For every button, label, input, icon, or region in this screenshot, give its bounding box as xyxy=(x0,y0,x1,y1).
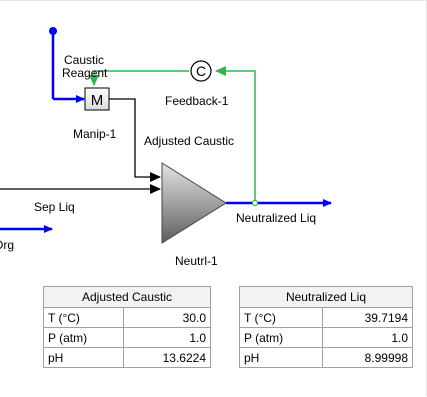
feedback-label: Feedback-1 xyxy=(165,94,229,108)
adjusted-caustic-table[interactable]: Adjusted Caustic T (°C) 30.0 P (atm) 1.0… xyxy=(43,286,212,368)
table-row: T (°C) 30.0 xyxy=(43,307,212,328)
org-label: Org xyxy=(0,238,14,252)
property-value: 13.6224 xyxy=(122,347,212,368)
table-row: P (atm) 1.0 xyxy=(43,327,212,348)
property-value: 30.0 xyxy=(122,307,212,328)
table-row: P (atm) 1.0 xyxy=(239,327,414,348)
manip-letter: M xyxy=(91,92,104,109)
caustic-label-line1: Caustic xyxy=(64,53,104,67)
property-label: pH xyxy=(43,347,124,368)
property-value: 1.0 xyxy=(321,327,414,348)
property-value: 39.7194 xyxy=(321,307,414,328)
neutrl-label: Neutrl-1 xyxy=(175,254,218,268)
table-row: pH 13.6224 xyxy=(43,347,212,368)
property-label: pH xyxy=(239,347,323,368)
sep-liq-label: Sep Liq xyxy=(34,200,75,214)
mixer-block-icon[interactable]: M xyxy=(84,87,110,111)
neutralized-liq-table[interactable]: Neutralized Liq T (°C) 39.7194 P (atm) 1… xyxy=(239,286,414,368)
adjusted-caustic-stream[interactable] xyxy=(109,98,161,182)
caustic-reagent-stream[interactable] xyxy=(51,31,85,103)
caustic-label-line2: Reagent xyxy=(62,66,108,80)
feedback-signal-line[interactable] xyxy=(89,66,256,203)
property-value: 8.99998 xyxy=(321,347,414,368)
feed-node-icon[interactable] xyxy=(49,27,57,35)
sensor-node-icon[interactable] xyxy=(251,199,259,207)
table-row: T (°C) 39.7194 xyxy=(239,307,414,328)
property-label: T (°C) xyxy=(43,307,124,328)
property-label: T (°C) xyxy=(239,307,323,328)
property-label: P (atm) xyxy=(43,327,124,348)
table-title: Neutralized Liq xyxy=(239,286,413,308)
manip-label: Manip-1 xyxy=(73,127,117,141)
triangle-neutralizer-icon[interactable] xyxy=(161,162,227,244)
controller-letter: C xyxy=(196,63,206,79)
adjusted-caustic-label: Adjusted Caustic xyxy=(144,134,234,148)
table-row: pH 8.99998 xyxy=(239,347,414,368)
property-value: 1.0 xyxy=(122,327,212,348)
controller-icon[interactable]: C xyxy=(190,60,212,82)
neutralized-liq-label: Neutralized Liq xyxy=(236,211,316,225)
property-label: P (atm) xyxy=(239,327,323,348)
table-title: Adjusted Caustic xyxy=(43,286,211,308)
